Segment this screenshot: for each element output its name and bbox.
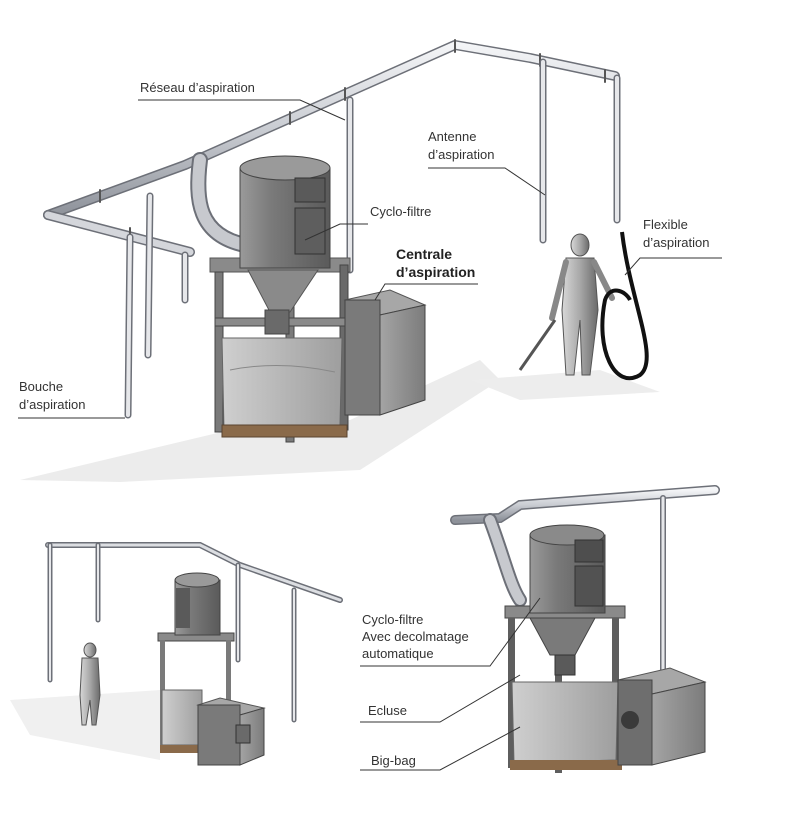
flexible-hose xyxy=(600,231,649,381)
operator-figure xyxy=(518,233,615,376)
label-antenne-line2: d’aspiration xyxy=(428,147,495,162)
label-ecluse: Ecluse xyxy=(368,703,408,718)
floor-shadow xyxy=(20,360,500,482)
drop-pipes xyxy=(124,58,621,419)
label-centrale-line2: d’aspiration xyxy=(396,264,476,280)
big-bag-3 xyxy=(510,681,622,770)
label-bouche-line1: Bouche xyxy=(19,379,64,394)
operator-shadow xyxy=(470,370,660,400)
label-big-bag: Big-bag xyxy=(371,753,416,768)
cyclo-filter xyxy=(239,155,331,269)
big-bag xyxy=(221,337,348,438)
label-reseau: Réseau d’aspiration xyxy=(140,80,255,95)
label-cyclo-filtre: Cyclo-filtre xyxy=(370,204,432,219)
label-antenne-line1: Antenne xyxy=(428,129,477,144)
suction-network xyxy=(43,39,620,257)
label-cyclo-decolmatage-line3: automatique xyxy=(362,646,434,661)
label-cyclo-decolmatage-line1: Cyclo-filtre xyxy=(362,612,424,627)
bottom-left-scene xyxy=(10,542,343,766)
operator-figure-2 xyxy=(79,642,101,726)
label-flexible-line2: d’aspiration xyxy=(643,235,710,250)
label-flexible-line1: Flexible xyxy=(643,217,688,232)
label-centrale-line1: Centrale xyxy=(396,246,453,262)
leader-lines xyxy=(18,99,722,771)
suction-unit xyxy=(343,289,427,416)
suction-unit-3 xyxy=(616,667,707,766)
filter-support-frame-2 xyxy=(157,632,235,753)
label-cyclo-decolmatage-line2: Avec decolmatage xyxy=(362,629,469,644)
cyclo-filter-3 xyxy=(529,524,606,614)
cyclo-filter-2 xyxy=(174,572,221,636)
suction-unit-2 xyxy=(196,697,266,766)
bottom-right-scene xyxy=(450,485,720,773)
label-bouche-line2: d’aspiration xyxy=(19,397,86,412)
top-scene xyxy=(20,39,660,482)
